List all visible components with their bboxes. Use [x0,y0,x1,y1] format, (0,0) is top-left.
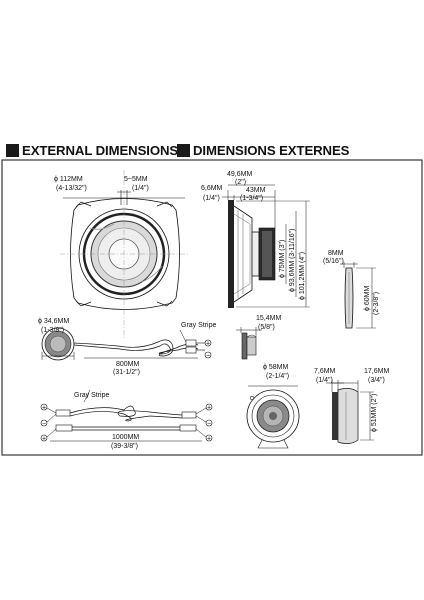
woofer-slot-mm: 5~5MM [124,176,148,183]
woofer-slot-in: (1/4") [132,185,149,192]
dimensions-externes-heading: DIMENSIONS EXTERNES [177,140,349,160]
external-dimensions-label: EXTERNAL DIMENSIONS [22,142,179,158]
square-bullet-icon [177,143,190,157]
tweeter-ring-side-view [340,262,376,329]
drawing-frame [1,159,423,456]
tweeter-front-view [246,385,300,449]
section-headings: EXTERNAL DIMENSIONS DIMENSIONS EXTERNES [0,140,424,160]
tweeter-ring-width-mm: 8MM [328,250,344,257]
cable-plus-terminal-left: + [42,405,46,412]
woofer-d93: ϕ 93,6MM (3-11/16") [289,229,296,292]
crossover-length-in: (31-1/2") [113,369,140,376]
cable-minus-terminal-left: − [42,421,46,428]
tweeter-mount-b-mm: 17,6MM [364,368,389,375]
tweeter-mount-b-in: (3/4") [368,377,385,384]
woofer-mounting-tabs [75,201,173,307]
tweeter-mount-side [236,327,262,360]
woofer-diameter-mm: ϕ 112MM [54,176,83,183]
cable-gray-stripe-label: Gray Stripe [74,392,110,399]
crossover-plus-terminal: + [206,341,210,348]
square-bullet-icon [6,143,19,157]
external-dimensions-heading: EXTERNAL DIMENSIONS [6,140,178,160]
cable-plus-terminal-left-2: + [42,436,46,443]
tweeter-cable [73,339,199,357]
speaker-cable [40,389,213,442]
cable-plus-terminal-right-2: + [207,436,211,443]
crossover-diameter-in: (1-3/8") [41,327,64,334]
woofer-d101: ϕ 101,2MM (4") [299,252,306,300]
crossover-gray-stripe-label: Gray Stripe [181,322,217,329]
tweeter-mount-diameter-in: (2-1/4") [266,373,289,380]
speaker-cable-wire [69,405,183,417]
woofer-overall-depth-mm: 49,6MM [227,171,252,178]
woofer-diameter-in: (4-13/32") [56,185,87,192]
woofer-side-view [222,184,310,308]
woofer-d75: ϕ 75MM (3") [279,240,286,278]
woofer-basket-flange [70,198,180,310]
crossover-tweeter-lead [41,327,212,361]
tweeter-surface-mount-side [326,380,374,444]
crossover-minus-terminal: − [206,353,210,360]
woofer-flange-in: (1/4") [203,195,220,202]
woofer-depth-in: (1-3/4") [240,195,263,202]
tweeter-mount-d51: ϕ 51MM (2") [371,394,378,432]
woofer-flange-mm: 6,6MM [201,185,223,192]
cable-length-mm: 1000MM [112,434,139,441]
tweeter-mount-height-mm: 15,4MM [256,315,281,322]
tweeter-ring-width-in: (5/16") [323,258,344,265]
tweeter-ring-height-mm: ϕ 60MM [364,286,371,311]
dimensions-externes-label: DIMENSIONS EXTERNES [193,142,350,158]
woofer-side-flange [228,200,234,308]
cable-minus-terminal-right: − [207,421,211,428]
tweeter-mount-a-mm: 7,6MM [314,368,336,375]
crossover-length-mm: 800MM [116,361,140,368]
tweeter-mount-height-in: (5/8") [258,324,275,331]
tweeter-mount-a-in: (1/4") [316,377,333,384]
tweeter-ring-height-in: (2-3/8") [373,292,380,315]
cable-plus-terminal-right: + [207,405,211,412]
woofer-overall-depth-in: (2") [235,179,246,186]
woofer-depth-mm: 43MM [246,187,266,194]
woofer-front-view [60,170,190,340]
crossover-diameter-mm: ϕ 34,6MM [38,318,69,325]
cable-length-in: (39-3/8") [111,443,138,450]
tweeter-mount-diameter-mm: ϕ 58MM [263,364,288,371]
